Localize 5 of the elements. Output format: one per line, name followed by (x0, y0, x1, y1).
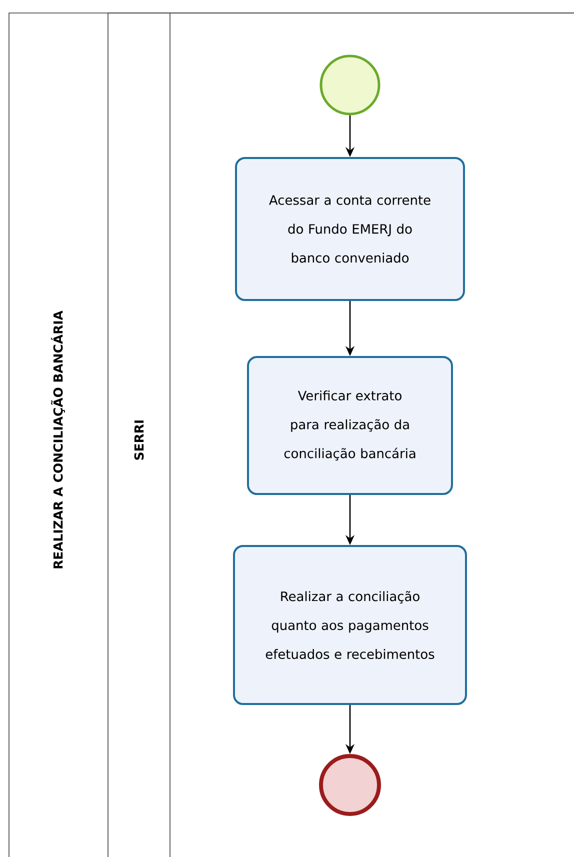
end-event-circle (319, 754, 381, 816)
task-box: Verificar extrato para realização da conciliação bancária (247, 356, 453, 495)
task-box: Realizar a conciliação quanto aos pagamentos efetuados e recebimentos (233, 545, 467, 705)
task-box: Acessar a conta corrente do Fundo EMERJ do banco conveniado (235, 157, 465, 301)
start-event-circle (320, 54, 380, 116)
